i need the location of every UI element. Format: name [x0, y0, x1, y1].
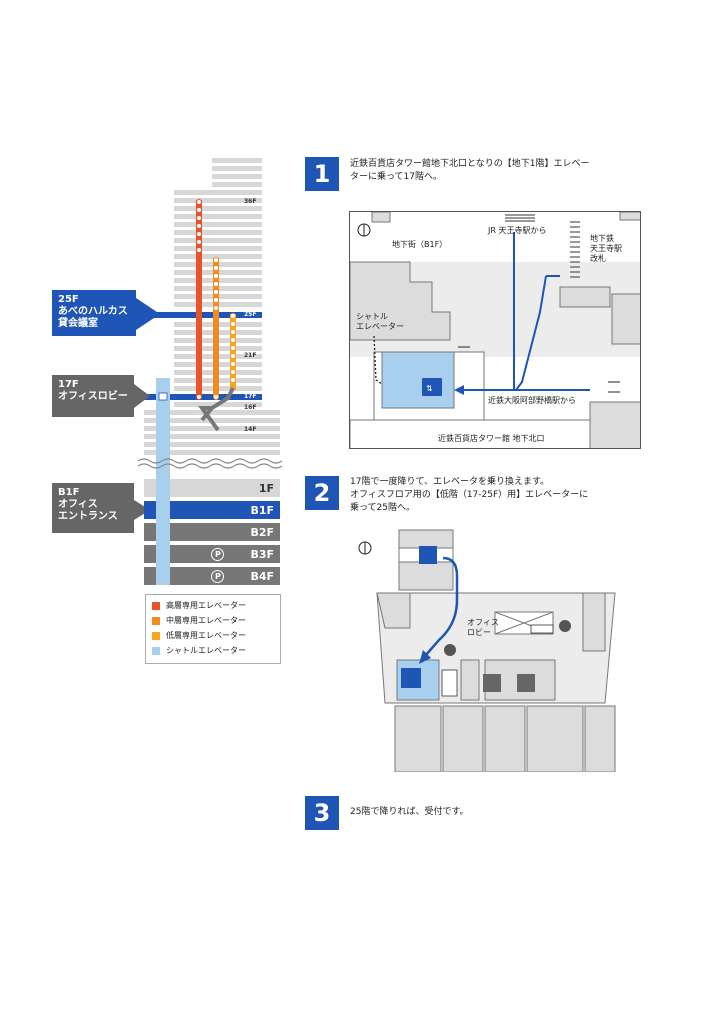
low-rise-stops	[230, 313, 236, 383]
svg-text:⇅: ⇅	[426, 384, 433, 393]
route-arrowhead	[454, 385, 464, 395]
floor-b2f: B2F	[144, 523, 280, 541]
step-3-number: 3	[305, 796, 339, 830]
shuttle-shaft-basement	[156, 479, 170, 585]
label-subway: 地下鉄 天王寺駅 改札	[590, 234, 622, 263]
high-rise-stops	[196, 199, 202, 400]
transfer-route-line	[424, 556, 459, 657]
label-north-exit: 近鉄百貨店タワー館 地下北口	[438, 434, 545, 443]
legend-item-high: 高層専用エレベーター	[152, 598, 274, 613]
floor-b4f: P B4F	[144, 567, 280, 585]
escalator-icon	[559, 620, 571, 632]
map-b1f-route: ⇅ 地下街（B1F） JR 天王寺駅から 地下鉄 天王寺駅 改札 シャトル エレ…	[349, 211, 641, 449]
floor-17f-slab	[144, 394, 262, 400]
elevator-icon	[517, 674, 535, 692]
map-b1f-drawing: ⇅	[350, 212, 640, 448]
elevator-icon	[419, 546, 437, 564]
label-kintetsu: 近鉄大阪阿部野橋駅から	[488, 396, 576, 405]
floor-label-36f: 36F	[244, 198, 257, 205]
elevator-legend: 高層専用エレベーター 中層専用エレベーター 低層専用エレベーター シャトルエレベ…	[145, 594, 281, 664]
elevator-icon	[422, 378, 442, 396]
label-jr: JR 天王寺駅から	[488, 226, 547, 235]
shuttle-dotted-path	[373, 335, 383, 385]
callout-office-entrance-b1f: B1F オフィス エントランス	[52, 483, 134, 533]
label-shuttle: シャトル エレベーター	[356, 312, 404, 331]
floor-label-17f: 17F	[244, 393, 257, 400]
step-2-number: 2	[305, 476, 339, 510]
legend-item-low: 低層専用エレベーター	[152, 628, 274, 643]
callout-reception-25f: 25F あべのハルカス 貸会議室	[52, 290, 136, 336]
callout-17f-pointer	[134, 384, 150, 408]
route-arrowhead	[419, 650, 431, 664]
callout-office-lobby-17f: 17F オフィスロビー	[52, 375, 134, 417]
elevator-icon	[483, 674, 501, 692]
step-1-text: 近鉄百貨店タワー館地下北口となりの【地下1階】エレベー ターに乗って17階へ。	[350, 159, 590, 182]
step-2-text: 17階で一度降りて、エレベータを乗り換えます。 オフィスフロア用の【低階（17-…	[350, 477, 589, 513]
step-3-text: 25階で降りれば、受付です。	[350, 807, 469, 817]
callout-25f-pointer	[136, 298, 160, 330]
escalator-icon	[444, 644, 456, 656]
floor-label-25f: 25F	[244, 311, 257, 318]
floor-25f-slab	[144, 312, 262, 318]
floor-label-14f: 14F	[244, 426, 257, 433]
label-office-lobby: オフィス ロビー	[467, 618, 499, 637]
callout-b1f-pointer	[134, 500, 150, 520]
stairs	[441, 669, 458, 697]
elevator-icon	[401, 668, 421, 688]
map-17f-drawing	[358, 529, 616, 772]
floor-1f: 1F	[144, 479, 280, 497]
subway-route-line	[515, 275, 547, 391]
section-break-line	[137, 458, 283, 464]
legend-item-mid: 中層専用エレベーター	[152, 613, 274, 628]
step-1-number: 1	[305, 157, 339, 191]
label-underground: 地下街（B1F）	[392, 240, 448, 249]
floor-b1f: B1F	[144, 501, 280, 519]
mid-rise-stops	[213, 257, 219, 400]
parking-icon: P	[211, 569, 225, 583]
floor-label-16f: 16F	[244, 404, 257, 411]
map-17f-route: オフィス ロビー	[355, 528, 620, 772]
stairs	[505, 214, 580, 278]
floor-label-21f: 21F	[244, 352, 257, 359]
legend-item-shuttle: シャトルエレベーター	[152, 643, 274, 658]
floor-b3f: P B3F	[144, 545, 280, 563]
shuttle-elevator-hall	[381, 351, 455, 409]
parking-icon: P	[211, 547, 225, 561]
